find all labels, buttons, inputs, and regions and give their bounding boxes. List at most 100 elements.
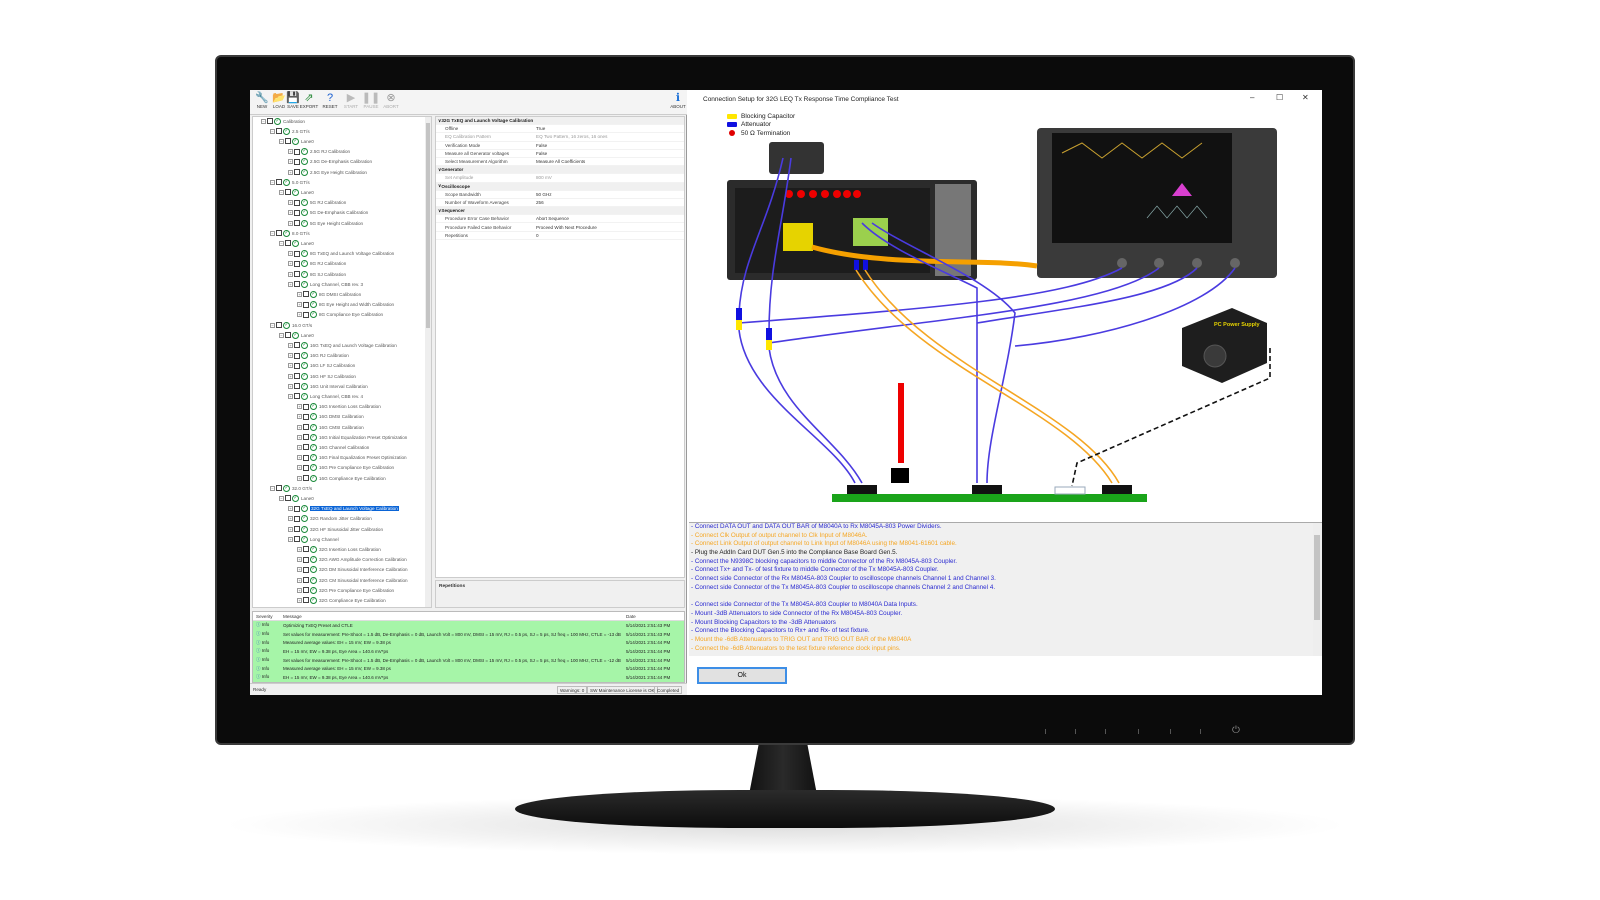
- tree-item-checkbox[interactable]: [303, 444, 309, 451]
- export-button[interactable]: ⇗EXPORT: [299, 92, 319, 109]
- expand-toggle-icon[interactable]: +: [288, 200, 293, 206]
- load-button[interactable]: 📂LOAD: [269, 92, 289, 109]
- tree-item[interactable]: +✓16G Final Equalization Preset Optimiza…: [297, 453, 407, 463]
- tree-item[interactable]: +✓16G Pre Compliance Eye Calibration: [297, 463, 394, 473]
- tree-item-checkbox[interactable]: [303, 597, 309, 604]
- column-severity[interactable]: Severity: [256, 613, 273, 619]
- tree-item[interactable]: +✓2.5G RJ Calibration: [288, 147, 350, 157]
- tree-item-checkbox[interactable]: [294, 373, 300, 379]
- expand-toggle-icon[interactable]: −: [270, 485, 275, 491]
- tree-item[interactable]: +✓16G TxEQ and Launch Voltage Calibratio…: [288, 340, 397, 350]
- tree-item-checkbox[interactable]: [303, 434, 309, 441]
- property-value[interactable]: False: [536, 142, 548, 148]
- tree-item[interactable]: +✓8G TxEQ and Launch Voltage Calibration: [288, 249, 394, 259]
- tree-item[interactable]: +✓16G CMSI Calibration: [297, 422, 364, 432]
- tree-item-checkbox[interactable]: [303, 291, 309, 298]
- tree-item[interactable]: −✓2.5 GT/s: [270, 126, 310, 136]
- tree-scrollbar[interactable]: [425, 117, 431, 607]
- tree-item-checkbox[interactable]: [285, 240, 291, 247]
- tree-item[interactable]: +✓8G RJ Calibration: [288, 259, 346, 269]
- expand-toggle-icon[interactable]: +: [288, 526, 293, 532]
- tree-item[interactable]: +✓5G RJ Calibration: [288, 198, 346, 208]
- expand-toggle-icon[interactable]: +: [297, 455, 302, 461]
- tree-item[interactable]: −✓Lane0: [279, 238, 314, 248]
- tree-item-checkbox[interactable]: [303, 413, 309, 420]
- monitor-button[interactable]: [1075, 729, 1076, 734]
- tree-item-checkbox[interactable]: [294, 148, 300, 155]
- tree-item-checkbox[interactable]: [294, 250, 300, 257]
- tree-item[interactable]: +✓16G DMSI Calibration: [297, 412, 364, 422]
- tree-item[interactable]: +✓8G SJ Calibration: [288, 269, 346, 279]
- tree-item[interactable]: +✓32G Compliance Eye Calibration: [297, 595, 386, 605]
- tree-item-checkbox[interactable]: [294, 505, 300, 512]
- expand-toggle-icon[interactable]: +: [288, 159, 293, 165]
- expand-toggle-icon[interactable]: −: [279, 332, 284, 338]
- expand-toggle-icon[interactable]: −: [279, 495, 284, 501]
- tree-item[interactable]: +✓16G HF SJ Calibration: [288, 371, 356, 381]
- expand-toggle-icon[interactable]: −: [270, 128, 275, 134]
- property-value[interactable]: EQ Two Pattern, 16 zeros, 16 ones: [536, 134, 608, 140]
- property-category[interactable]: ∨ Oscilloscope: [436, 182, 684, 191]
- tree-item[interactable]: −✓Lane0: [279, 493, 314, 503]
- reset-button[interactable]: ?RESET: [320, 92, 340, 109]
- tree-item[interactable]: +✓8G Eye Height and Width Calibration: [297, 300, 394, 310]
- expand-toggle-icon[interactable]: +: [288, 342, 293, 348]
- tree-item[interactable]: +✓8G DMSI Calibration: [297, 289, 361, 299]
- expand-toggle-icon[interactable]: +: [288, 516, 293, 522]
- expand-toggle-icon[interactable]: −: [270, 322, 275, 328]
- tree-item-checkbox[interactable]: [276, 128, 282, 135]
- monitor-button[interactable]: [1138, 729, 1139, 734]
- expand-toggle-icon[interactable]: −: [279, 138, 284, 144]
- expand-toggle-icon[interactable]: +: [288, 393, 293, 399]
- minimize-button[interactable]: –: [1250, 93, 1255, 102]
- expand-toggle-icon[interactable]: +: [297, 597, 302, 603]
- tree-item-checkbox[interactable]: [294, 362, 300, 369]
- tree-item[interactable]: −✓5.0 GT/s: [270, 177, 310, 187]
- tree-item-checkbox[interactable]: [285, 138, 291, 145]
- property-value[interactable]: False: [536, 150, 548, 156]
- tree-item[interactable]: +✓16G Compliance Eye Calibration: [297, 473, 386, 483]
- tree-item-checkbox[interactable]: [294, 260, 300, 267]
- ok-button[interactable]: Ok: [697, 667, 787, 684]
- tree-item[interactable]: +✓16G Unit Interval Calibration: [288, 381, 368, 391]
- scroll-thumb[interactable]: [1314, 535, 1320, 620]
- tree-item-checkbox[interactable]: [285, 189, 291, 196]
- monitor-button[interactable]: [1200, 729, 1201, 734]
- tree-item-checkbox[interactable]: [294, 169, 300, 175]
- property-value[interactable]: 50 GHz: [536, 191, 552, 197]
- property-value[interactable]: 256: [536, 199, 544, 205]
- expand-toggle-icon[interactable]: +: [297, 587, 302, 593]
- save-button[interactable]: 💾SAVE: [283, 92, 303, 109]
- property-category[interactable]: ∨ Generator: [436, 166, 684, 175]
- property-value[interactable]: Measure All Coefficients: [536, 159, 586, 165]
- new-button[interactable]: 🔧NEW: [252, 92, 272, 109]
- property-value[interactable]: 800 mV: [536, 175, 552, 181]
- expand-toggle-icon[interactable]: +: [297, 546, 302, 552]
- tree-item-checkbox[interactable]: [294, 158, 300, 165]
- expand-toggle-icon[interactable]: +: [297, 557, 302, 563]
- tree-item[interactable]: −✓Lane0: [279, 136, 314, 146]
- tree-item-checkbox[interactable]: [267, 118, 273, 124]
- tree-item-checkbox[interactable]: [303, 311, 309, 318]
- tree-item-checkbox[interactable]: [294, 383, 300, 390]
- expand-toggle-icon[interactable]: +: [288, 353, 293, 359]
- tree-item-checkbox[interactable]: [303, 454, 309, 461]
- tree-item-checkbox[interactable]: [294, 199, 300, 206]
- expand-toggle-icon[interactable]: +: [288, 169, 293, 175]
- property-value[interactable]: Proceed With Next Procedure: [536, 224, 597, 230]
- tree-item-checkbox[interactable]: [294, 220, 300, 226]
- tree-item-checkbox[interactable]: [303, 587, 309, 594]
- tree-item[interactable]: +✓16G RJ Calibration: [288, 351, 349, 361]
- tree-item[interactable]: +✓2.5G De-Emphasis Calibration: [288, 157, 372, 167]
- expand-toggle-icon[interactable]: +: [288, 373, 293, 379]
- tree-item-checkbox[interactable]: [285, 495, 291, 502]
- expand-toggle-icon[interactable]: +: [297, 404, 302, 410]
- tree-item-checkbox[interactable]: [303, 556, 309, 563]
